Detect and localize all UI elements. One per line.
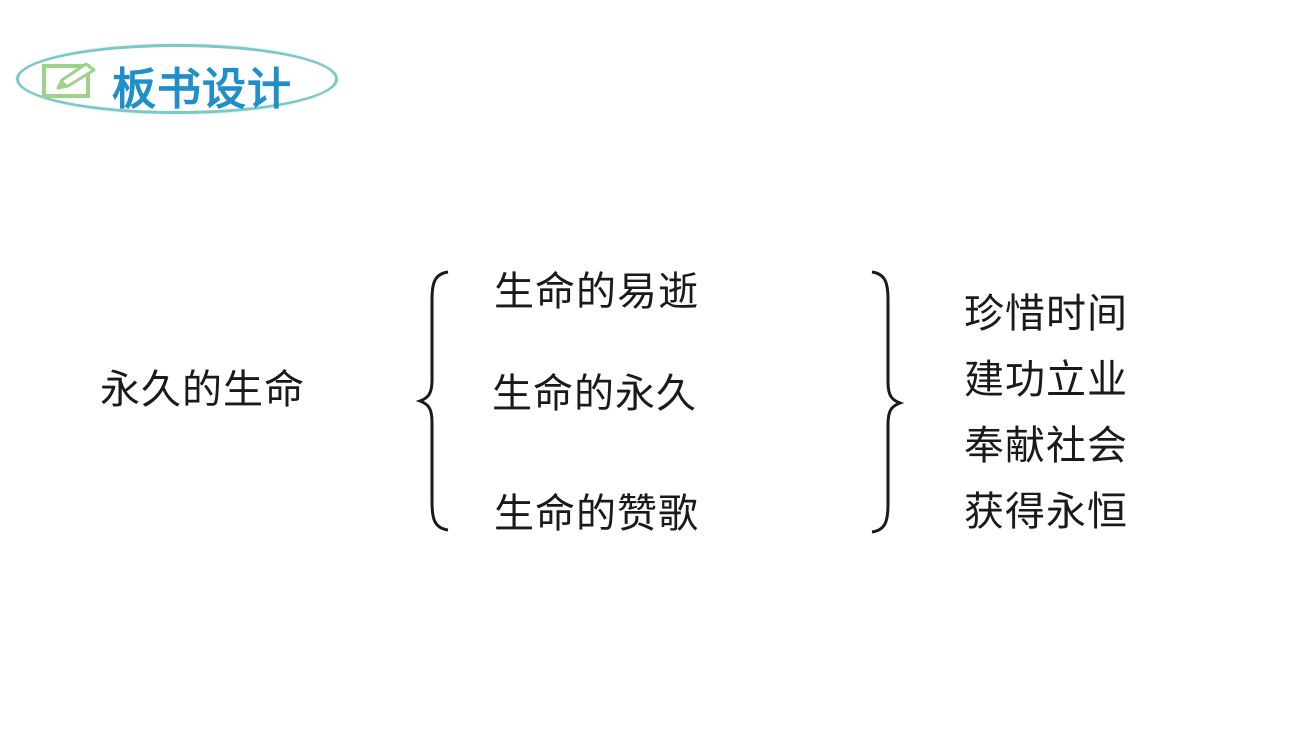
page-title: 板书设计 [112, 64, 292, 115]
middle-item: 生命的赞歌 [494, 491, 699, 537]
middle-item: 生命的易逝 [494, 269, 699, 315]
left-brace [416, 270, 449, 532]
right-brace [871, 270, 905, 534]
root-label: 永久的生命 [100, 367, 305, 413]
right-item: 奉献社会 [964, 423, 1128, 469]
header-pill [16, 44, 338, 114]
right-item: 获得永恒 [964, 489, 1128, 535]
right-item: 珍惜时间 [964, 291, 1128, 337]
right-item: 建功立业 [964, 357, 1128, 403]
middle-item: 生命的永久 [492, 371, 697, 417]
pencil-edit-icon [42, 62, 96, 98]
